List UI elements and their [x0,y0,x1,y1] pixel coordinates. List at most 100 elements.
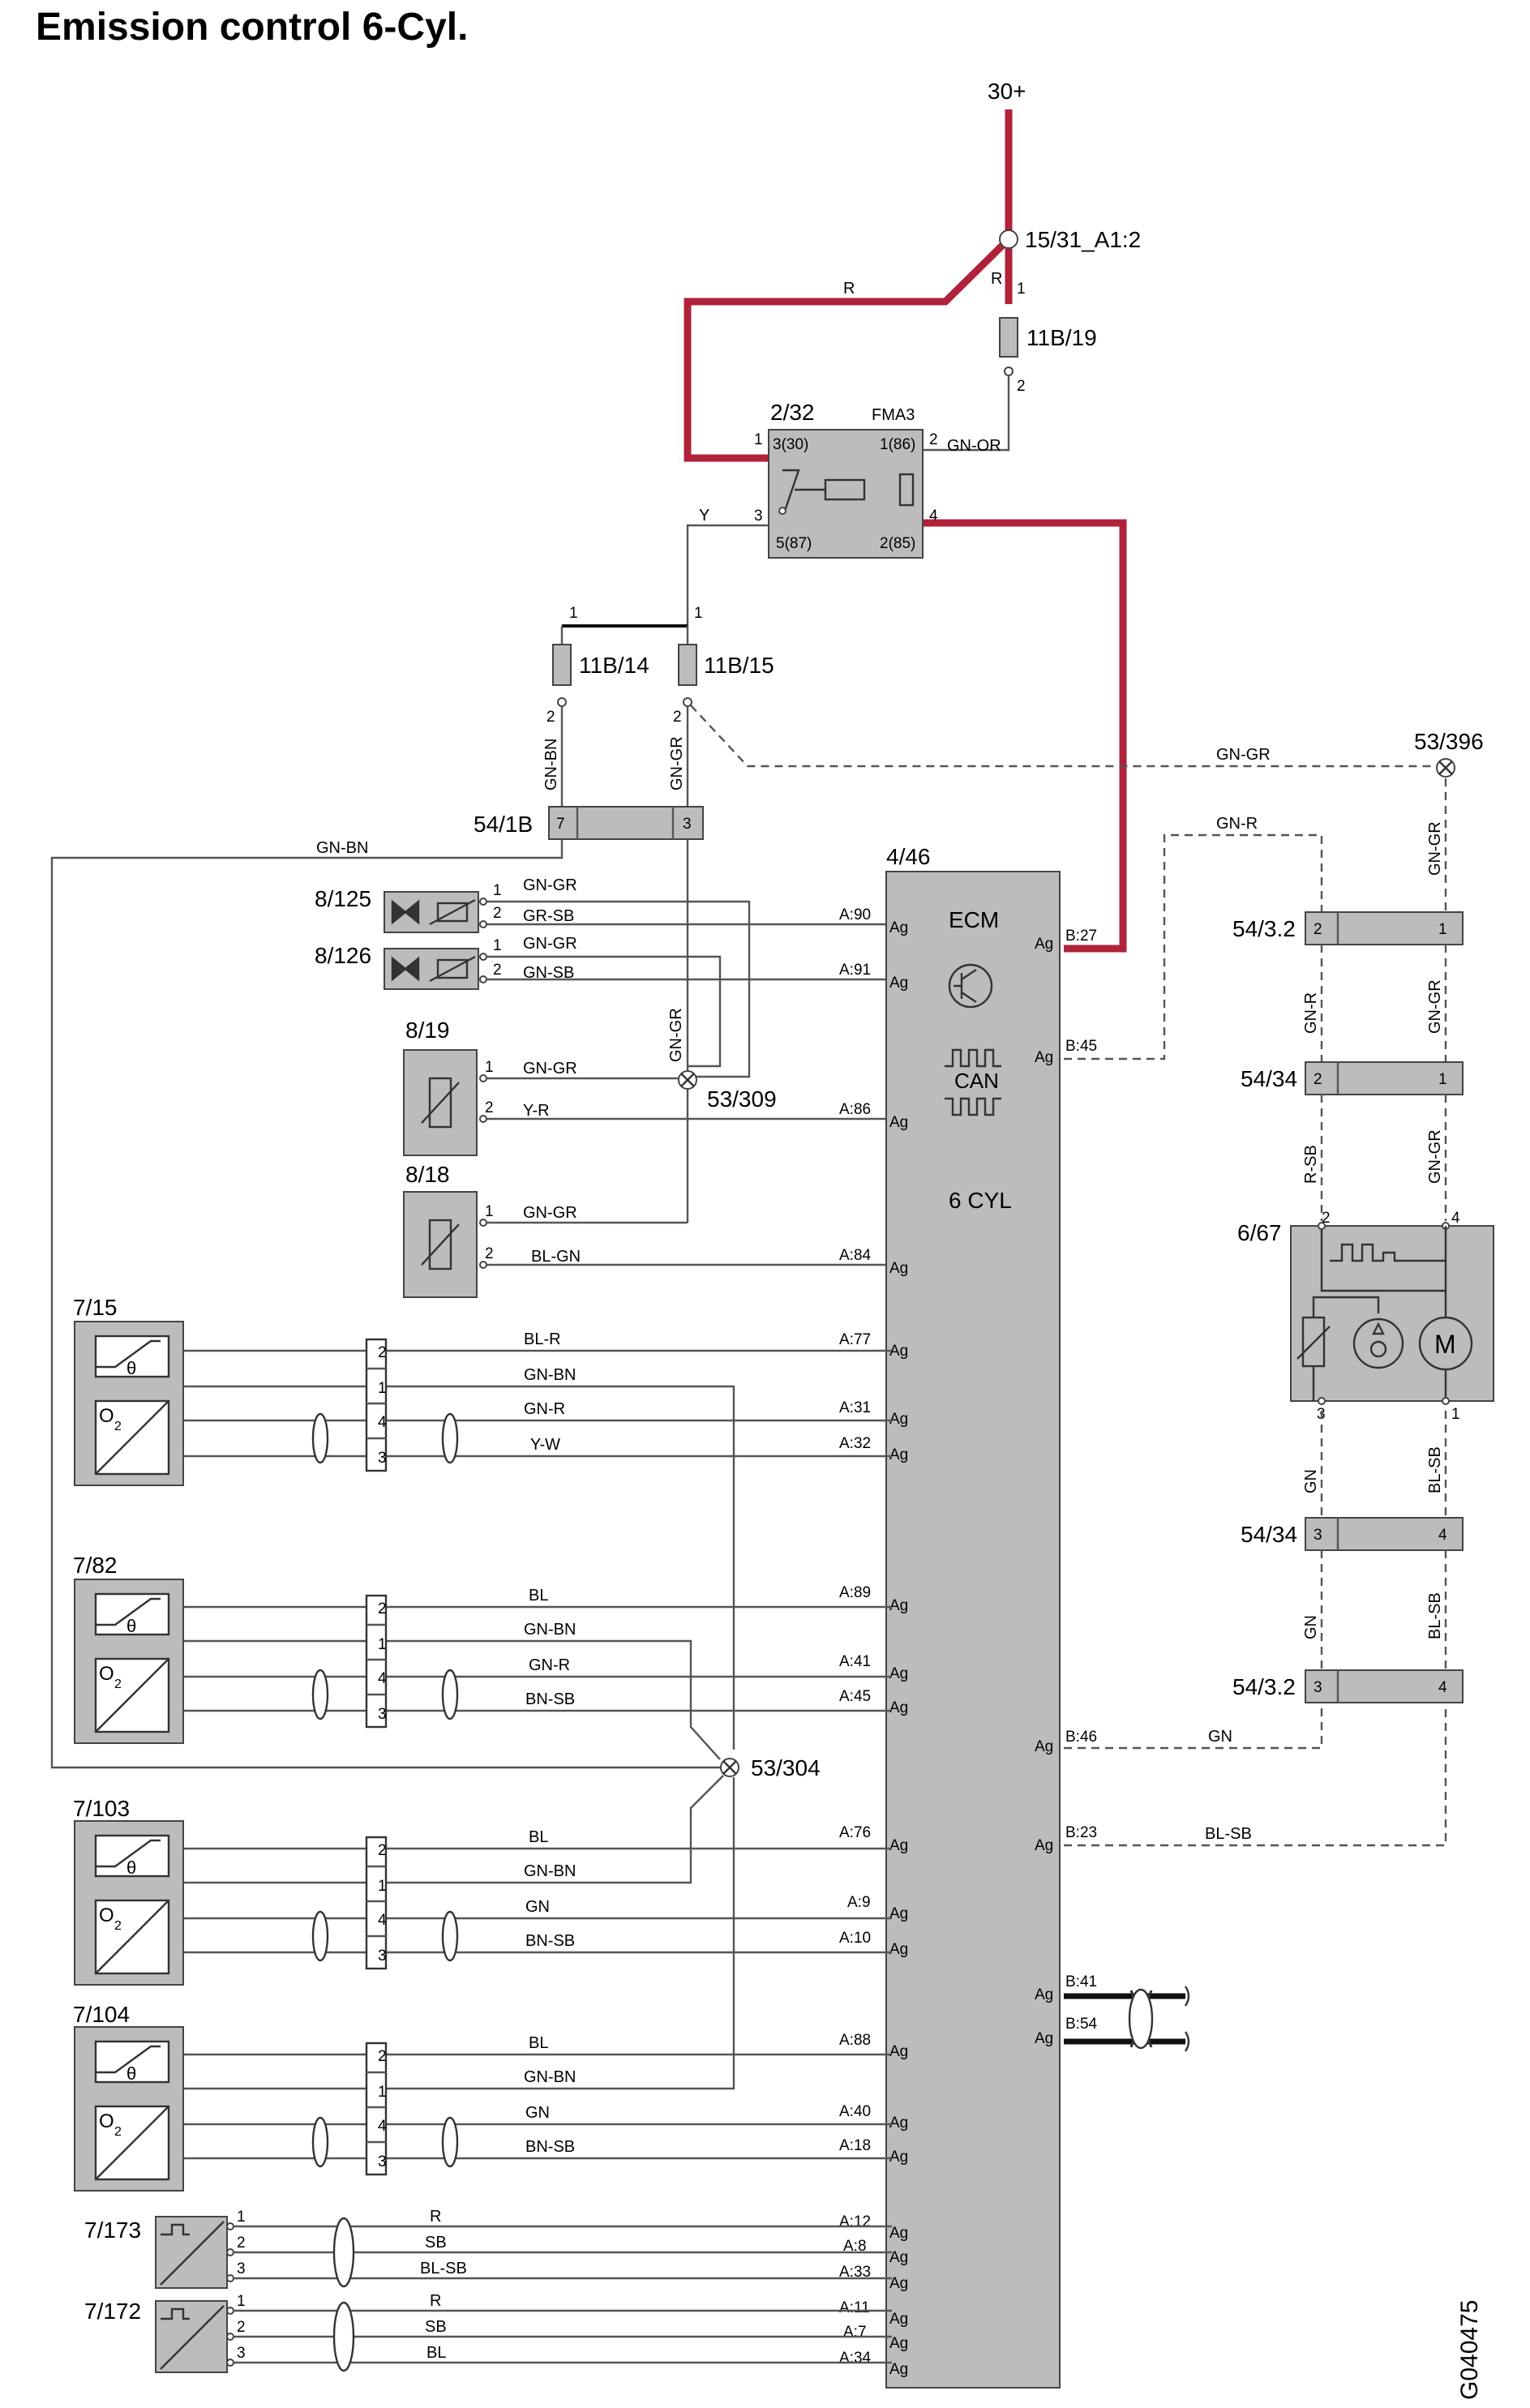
pin-a33: A:33 [839,2264,871,2281]
pin-2: 2 [493,905,502,922]
pin-1: 1 [378,1380,387,1397]
actuator-6-67: 6/67 2 4 M 3 1 [1237,1210,1494,1423]
wire-label-bl-sb-b23: BL-SB [1205,1825,1252,1843]
fuse-11b-19 [999,317,1018,358]
wire-label-gn: GN [525,2104,550,2122]
ag-label: Ag [889,2249,908,2266]
connector-54-3-2-bottom-label: 54/3.2 [1232,1674,1296,1699]
connector-dividers [366,1865,386,1938]
pin-node [226,2359,234,2367]
internal-wiring [1320,1229,1447,1292]
position-sensor-glyph [1369,1340,1387,1358]
relay-terminal-30: 3(30) [773,436,808,453]
wire-label-gn-r: GN-R [529,1656,570,1674]
actuator-6-67-label: 6/67 [1237,1220,1282,1245]
pin-node [479,1219,487,1227]
connector-54-3-2-top [1305,911,1464,945]
fuse-11b-15 [678,644,697,686]
ag-label: Ag [889,2225,908,2242]
pin-1: 1 [1438,921,1447,938]
ag-label: Ag [1035,1738,1053,1755]
relay-terminal-85: 2(85) [880,535,915,552]
pin-2: 2 [485,1099,494,1116]
twisted-pair-icon [1128,1988,1154,2050]
wire-label-bl-sb-2: BL-SB [1426,1592,1444,1639]
signal-icon [161,2223,190,2236]
pin-1: 1 [378,1878,387,1895]
connector-54-3-2-top-label: 54/3.2 [1232,916,1296,941]
relay-2-32: 2/32 FMA3 1 3(30) 1(86) 2 3 4 5(87) 2(85… [754,400,938,559]
twisted-pair-icon [311,1910,329,1962]
fuse-feed [560,626,689,645]
wire-gn-bn-7-103 [183,1775,724,1884]
wires-54-34-to-6-67 [1320,1095,1447,1221]
wires-7-173 [234,2225,892,2280]
o2-symbol: O [99,2110,114,2132]
valve-8-19-label: 8/19 [405,1018,450,1043]
wire-gn-r-b45 [1064,833,1323,1060]
fuse19-terminal [1004,366,1014,376]
ecm-can-label: CAN [954,1069,999,1093]
pin-a89: A:89 [839,1584,871,1601]
splice-53-304-cross [722,1760,737,1775]
oxygen-sensor-7-15: 7/15 θ O 2 2 1 4 3 BL-R GN-BN GN-R Y-W [73,1295,892,1750]
theta-symbol: θ [126,1616,136,1636]
sensor-7-173: 7/173 1 2 3 R SB BL-SB [84,2208,892,2289]
coil-icon [436,958,469,979]
fuse-group-11b: Y 1 1 11B/14 11B/15 2 2 GN-BN GN-GR GN-G… [542,507,1484,811]
ag-label: Ag [1035,1986,1053,2003]
connector-54-1b-dividers [576,807,675,839]
wire-label-gn-b46: GN [1208,1728,1232,1746]
connector-53-304: 53/304 [720,1755,821,1780]
oxygen-sensor-7-104: 7/104 θ O 2 2 1 4 3 BL GN-BN GN BN-SB [73,1777,892,2192]
wire-label-gn-gr: GN-GR [523,935,577,953]
relay-pin-2: 2 [929,431,938,448]
sensor-7-172: 7/172 1 2 3 R SB BL [84,2292,892,2373]
wire-label-gn-bn-main: GN-BN [316,839,368,857]
connector-block [365,2042,388,2176]
o2-symbol: O [99,1405,114,1427]
wire-label-gn-gr: GN-GR [523,1060,577,1078]
pin-3: 3 [378,1450,387,1467]
wire-label-bl: BL [529,1828,548,1846]
pin-4: 4 [378,2118,387,2135]
pin-node [479,1074,487,1082]
splice-53-309-cross [680,1073,695,1087]
solenoid-8-126-label: 8/126 [315,943,371,968]
o2-subscript: 2 [114,1677,122,1691]
ag-label: Ag [889,975,908,992]
lambda-glyph [95,1400,169,1475]
heater-glyph [96,1839,161,1868]
wire-label-sb: SB [425,2234,447,2252]
ag-label: Ag [1035,2030,1053,2047]
wire-label-sb: SB [425,2318,447,2336]
connector-block [365,1594,388,1729]
pin-2: 2 [1314,1071,1322,1088]
wire-label-y: Y [699,507,709,525]
page-title: Emission control 6-Cyl. [36,6,469,49]
position-sensor-glyph [1372,1322,1385,1335]
pin-4: 4 [1438,1527,1447,1544]
coil-slash [429,898,476,926]
wire-gn-b46 [1064,1703,1323,1750]
connector-54-3-2-bottom [1305,1669,1464,1703]
ecm-variant-label: 6 CYL [949,1188,1012,1213]
wire-label-gn-bn: GN-BN [524,1621,576,1639]
pin-a18: A:18 [839,2137,871,2154]
sensor-7-172-body [155,2300,228,2373]
ecm-ag-labels-left: Ag Ag Ag Ag Ag Ag Ag Ag Ag Ag Ag Ag Ag A… [889,919,908,2378]
pin-a10: A:10 [839,1930,871,1947]
pin-2: 2 [1314,921,1322,938]
relay-body [768,429,924,559]
theta-symbol: θ [126,1857,136,1878]
valve-icon [391,956,420,982]
wire-label-bl: BL [426,2344,446,2362]
pin-1: 1 [378,2084,387,2101]
wire-gn-bn-7-15 [183,1385,735,1750]
o2-subscript: 2 [114,2125,122,2139]
o2-subscript: 2 [114,1420,122,1433]
pin-3: 3 [378,1706,387,1723]
splice-15-31 [999,229,1018,249]
document-id: G040475 [1456,2300,1483,2400]
